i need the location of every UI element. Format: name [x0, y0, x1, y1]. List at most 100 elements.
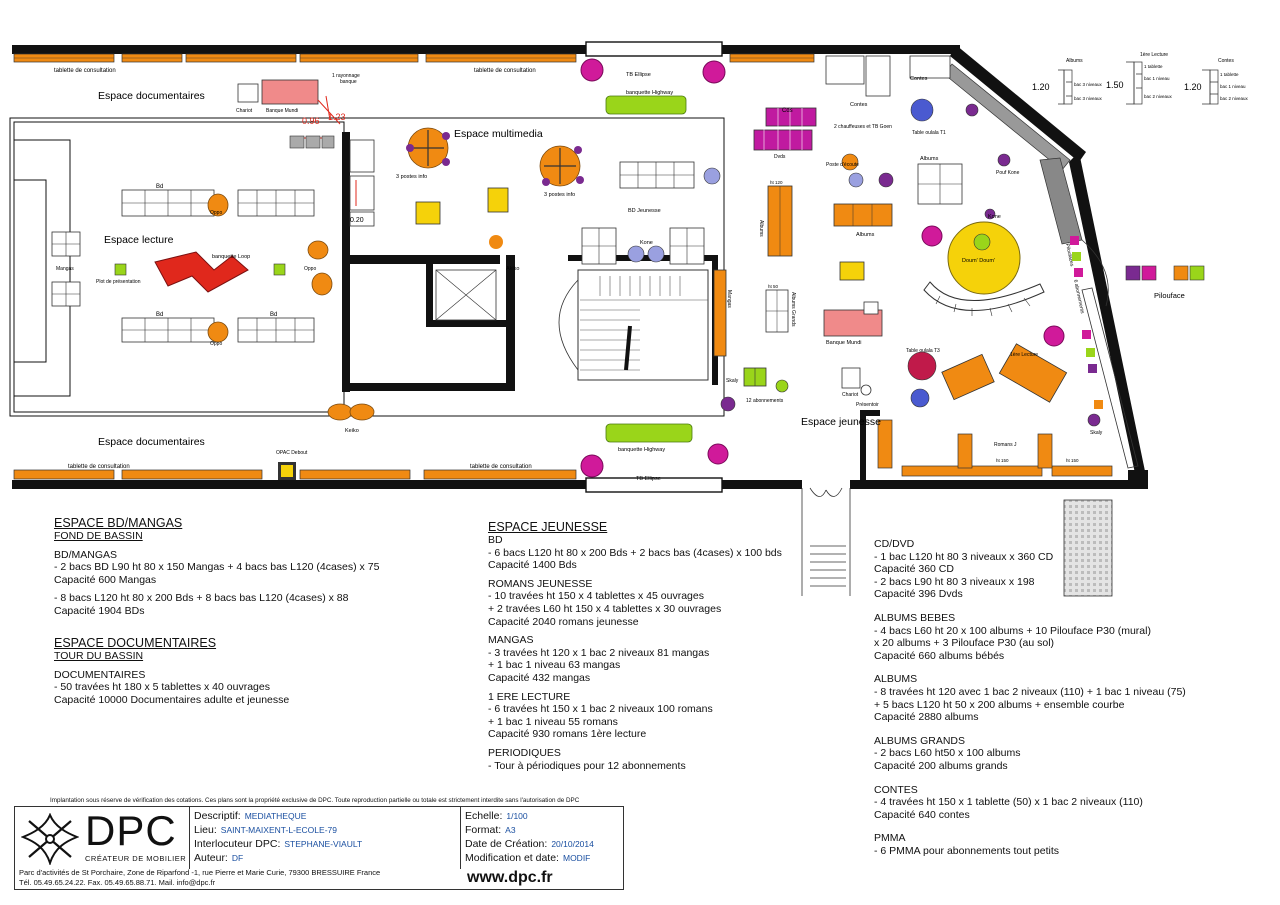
zone-lecture: Espace lecture	[104, 234, 174, 246]
legend-a1: bac 3 niveaux	[1074, 82, 1103, 87]
label-banque-mundi-top: Banque Mundi	[266, 108, 298, 114]
zone-multimedia: Espace multimedia	[454, 128, 543, 140]
banque-mundi-top	[261, 79, 319, 105]
jeunesse-mg-h: MANGAS	[488, 634, 534, 647]
jeunesse-pe-1: - Tour à périodiques pour 12 abonnements	[488, 759, 686, 772]
notes-bd-mangas: ESPACE BD/MANGAS FOND DE BASSIN BD/MANGA…	[54, 516, 379, 618]
modif-value: MODIF	[562, 853, 591, 863]
al-2: + 5 bacs L120 ht 50 x 200 albums + ensem…	[874, 698, 1125, 711]
legend-l3: bac 2 niveaux	[1144, 94, 1173, 99]
label-doum: Doum' Doum'	[962, 258, 995, 264]
label-kone-2: Kone	[988, 214, 1001, 220]
bottom-shelving	[13, 419, 1113, 480]
interlocuteur-value: STEPHANE-VIAULT	[284, 839, 363, 849]
label-skaly-2: Skaly	[1090, 430, 1103, 436]
bd-mangas-l1: - 2 bacs BD L90 ht 80 x 150 Mangas + 4 b…	[54, 561, 380, 574]
multimedia-furniture	[406, 95, 695, 443]
jeunesse-shelving	[581, 55, 1068, 403]
bd-mangas-sub: FOND DE BASSIN	[54, 530, 143, 542]
jeunesse-pl-1: - 6 travées ht 150 x 1 bac 2 niveaux 100…	[488, 703, 713, 716]
label-postes-info-2: 3 postes info	[544, 192, 575, 198]
copyright-notice: Implantation sous réserve de vérificatio…	[50, 797, 580, 804]
cd-h: CD/DVD	[874, 538, 915, 550]
jeunesse-mg-3: Capacité 432 mangas	[488, 671, 591, 684]
label-abonnements: 12 abonnements	[746, 398, 784, 404]
address-line-2: Tél. 05.49.65.24.22. Fax. 05.49.65.88.71…	[19, 878, 216, 887]
label-piloutace: Piloufaces	[1064, 243, 1075, 267]
label-banque-sub: banque	[340, 79, 357, 85]
label-tb-ellipse-2: TB Ellipse	[636, 476, 661, 482]
address-line-1: Parc d'activités de St Porchaire, Zone d…	[19, 868, 381, 877]
pm-1: - 6 PMMA pour abonnements tout petits	[874, 844, 1060, 857]
label-ht120: ht 120	[770, 180, 783, 185]
bd-mangas-l3: - 8 bacs L120 ht 80 x 200 Bds + 8 bacs b…	[54, 592, 349, 605]
label-oppo-1: Oppo	[210, 210, 222, 216]
label-dvds: Dvds	[774, 154, 786, 160]
label-chariot: Chariot	[842, 392, 859, 398]
label-keiko: Keiko	[345, 428, 359, 434]
zone-jeunesse: Espace jeunesse	[801, 416, 881, 428]
dpc-logo-icon	[21, 813, 79, 865]
bd-mangas-title: ESPACE BD/MANGAS	[54, 516, 183, 530]
modif-key: Modification et date:	[465, 852, 559, 864]
bd-mangas-h1: BD/MANGAS	[54, 548, 118, 561]
jeunesse-pe-h: PERIODIQUES	[488, 746, 561, 759]
logo-cell: DPC CRÉATEUR DE MOBILIER	[15, 807, 190, 869]
cd-3: - 2 bacs L90 ht 80 3 niveaux x 198	[874, 575, 1035, 588]
plot-presentation-left	[114, 263, 127, 276]
stairs	[349, 139, 709, 381]
label-bd-2: Bd	[156, 312, 163, 318]
label-banquette-highway-2: banquette Highway	[618, 447, 665, 453]
bd-mangas-l2: Capacité 600 Mangas	[54, 573, 157, 586]
jeunesse-pl-2: + 1 bac 1 niveau 55 romans	[488, 715, 618, 728]
descriptif-key: Descriptif:	[194, 810, 241, 822]
bd-mangas-l4: Capacité 1904 BDs	[54, 604, 145, 617]
jeunesse-rj-2: + 2 travées L60 ht 150 x 4 tablettes x 3…	[488, 602, 722, 615]
legend-c3: bac 2 niveaux	[1220, 96, 1249, 101]
plan-labels: Espace documentaires Espace documentaire…	[54, 52, 1249, 482]
pm-h: PMMA	[874, 832, 906, 845]
doc-sub: TOUR DU BASSIN	[54, 650, 144, 662]
label-chauffeuses: 2 chauffeuses et TB Goen	[834, 124, 892, 130]
jeunesse-pl-3: Capacité 930 romans 1ère lecture	[488, 728, 647, 741]
label-contes-2: Contes	[850, 102, 868, 108]
label-pouf-kone: Pouf Kone	[996, 170, 1020, 176]
label-albums-2: Albums	[856, 232, 875, 238]
label-opac: OPAC Debout	[276, 450, 308, 456]
label-premiere-lecture: 1ère Lecture	[1010, 352, 1038, 358]
doc-l2: Capacité 10000 Documentaires adulte et j…	[54, 693, 290, 706]
jeunesse-mg-1: - 3 travées ht 120 x 1 bac 2 niveaux 81 …	[488, 646, 710, 659]
legend-h150: 1.50	[1106, 80, 1124, 90]
label-ht150b: ht 150	[1066, 458, 1079, 463]
meta-cell: Echelle:1/100 Format:A3 Date de Création…	[461, 807, 623, 869]
label-mangas: Mangas	[56, 266, 74, 272]
label-tablette-3: tablette de consultation	[68, 464, 130, 470]
jeunesse-pl-h: 1 ERE LECTURE	[488, 690, 571, 703]
label-skaly-1: Skaly	[726, 378, 739, 384]
company-address: Parc d'activités de St Porchaire, Zone d…	[19, 868, 380, 888]
echelle-key: Echelle:	[465, 810, 503, 822]
co-1: - 4 travées ht 150 x 1 tablette (50) x 1…	[874, 796, 1143, 809]
label-oppo-2: Oppo	[304, 266, 316, 272]
plot-presentation-right	[273, 263, 286, 276]
al-1: - 8 travées ht 120 avec 1 bac 2 niveaux …	[874, 685, 1186, 698]
legend-lecture-title: 1ère Lecture	[1140, 52, 1168, 58]
label-abonnements-vert: 6 abonnements	[1072, 279, 1085, 314]
ab-1: - 4 bacs L60 ht 20 x 100 albums + 10 Pil…	[874, 624, 1151, 637]
website-link[interactable]: www.dpc.fr	[467, 869, 553, 886]
al-h: ALBUMS	[874, 673, 918, 686]
doum-doum	[923, 221, 1045, 317]
jeunesse-bd-1: - 6 bacs L120 ht 80 x 200 Bds + 2 bacs b…	[488, 546, 782, 559]
notes-cd-albums: CD/DVD - 1 bac L120 ht 80 3 niveaux x 36…	[874, 538, 1186, 857]
jeunesse-rj-3: Capacité 2040 romans jeunesse	[488, 615, 639, 628]
ab-2: x 20 albums + 3 Pilouface P30 (au sol)	[874, 637, 1055, 650]
echelle-value: 1/100	[506, 811, 528, 821]
legend-c2: bac 1 niveau	[1220, 84, 1246, 89]
label-albums-3: Albums	[758, 220, 764, 237]
tb-ellipse-stools	[580, 58, 1065, 478]
title-block: DPC CRÉATEUR DE MOBILIER Descriptif:MEDI…	[14, 806, 624, 890]
shelf-legend	[1058, 61, 1219, 105]
logo-tagline: CRÉATEUR DE MOBILIER	[85, 854, 187, 863]
ag-1: - 2 bacs L60 ht50 x 100 albums	[874, 747, 1021, 760]
ab-3: Capacité 660 albums bébés	[874, 649, 1005, 662]
